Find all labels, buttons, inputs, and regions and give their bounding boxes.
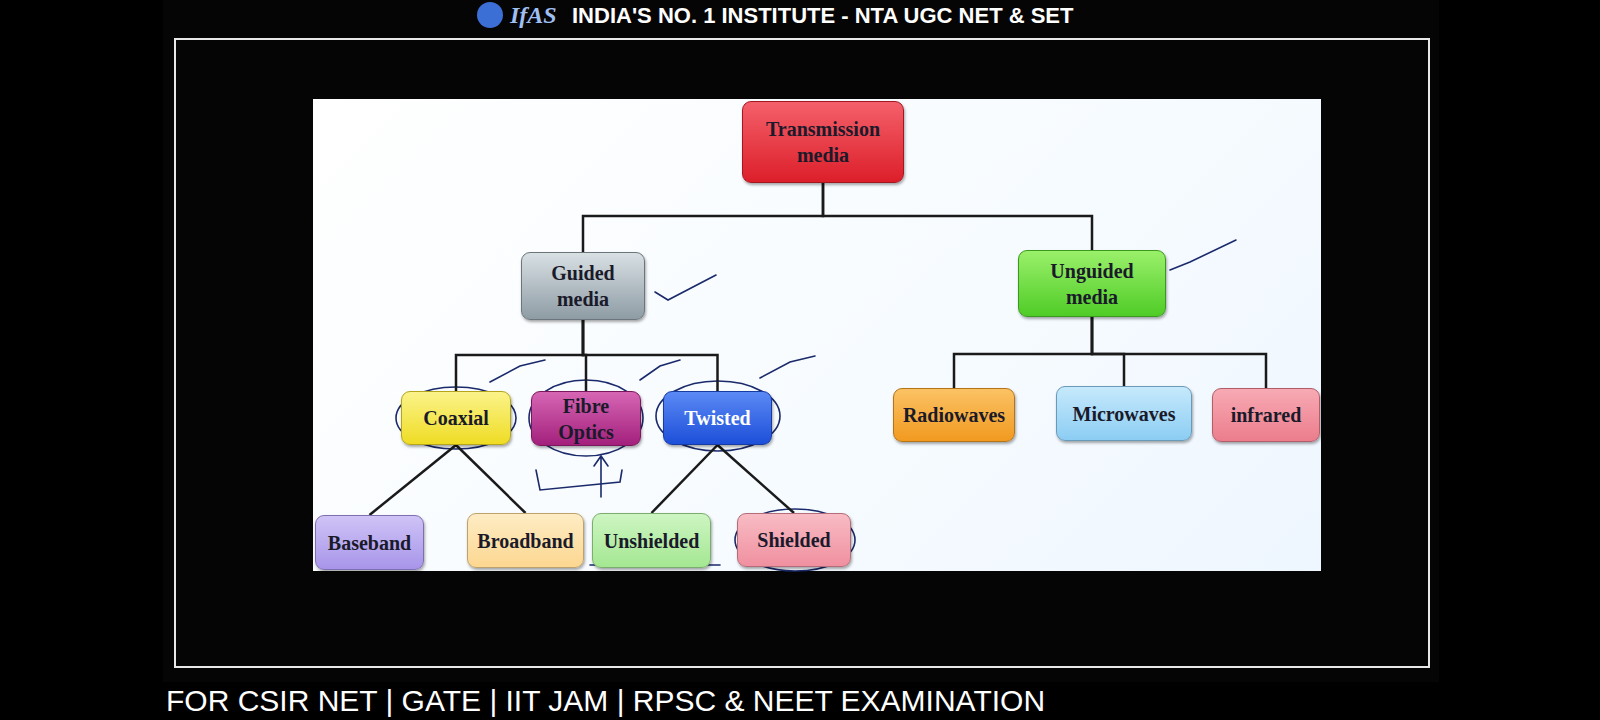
ink-tick	[655, 275, 716, 300]
media-box: Unshielded	[592, 513, 711, 568]
media-box: Baseband	[315, 515, 424, 570]
media-box: Twisted	[663, 391, 772, 445]
banner-heading: INDIA'S NO. 1 INSTITUTE - NTA UGC NET & …	[572, 3, 1073, 29]
ink-tick	[1170, 240, 1236, 270]
ink-strokes	[396, 2, 1236, 571]
ink-circle	[656, 381, 780, 451]
media-box: Radiowaves	[893, 388, 1015, 442]
tree-connector	[1092, 317, 1124, 386]
ink-bracket	[536, 470, 622, 490]
box-label: Unshielded	[604, 528, 700, 554]
media-box: Guided media	[521, 252, 645, 320]
box-label: Shielded	[757, 527, 830, 553]
tree-connector	[370, 445, 457, 515]
media-box: Coaxial	[401, 391, 511, 445]
banner-heading: IfAS	[510, 2, 557, 29]
ink-stroke	[490, 360, 545, 382]
box-label: infrared	[1231, 402, 1302, 428]
banner-caption: FOR CSIR NET | GATE | IIT JAM | RPSC & N…	[166, 684, 1045, 718]
media-box: Broadband	[467, 513, 584, 568]
tree-connector	[652, 445, 718, 513]
media-box: Microwaves	[1056, 386, 1192, 441]
box-label: Fibre Optics	[539, 393, 633, 445]
ink-circle	[735, 509, 855, 571]
box-label: Coaxial	[423, 405, 489, 431]
box-label: Broadband	[477, 528, 573, 554]
media-box: infrared	[1212, 388, 1320, 442]
logo-mark	[477, 2, 503, 28]
box-label: Baseband	[328, 530, 411, 556]
tree-connector	[456, 445, 526, 513]
ink-stroke	[760, 356, 815, 378]
box-label: Unguided media	[1026, 258, 1158, 310]
tree-connector	[718, 445, 795, 513]
tree-connector	[583, 320, 718, 391]
box-label: Microwaves	[1073, 401, 1176, 427]
box-label: Radiowaves	[903, 402, 1005, 428]
media-box: Fibre Optics	[531, 391, 641, 446]
tree-connector	[456, 320, 583, 391]
ink-stroke	[640, 360, 680, 380]
ink-circle	[529, 380, 643, 456]
ink-circle	[396, 387, 516, 449]
media-box: Unguided media	[1018, 250, 1166, 317]
box-label: Guided media	[529, 260, 637, 312]
box-label: Twisted	[684, 405, 750, 431]
media-box: Transmission media	[742, 101, 904, 183]
tree-connector	[954, 317, 1092, 388]
media-box: Shielded	[737, 513, 851, 567]
tree-connector	[823, 183, 1092, 250]
box-label: Transmission media	[750, 116, 896, 168]
tree-connector	[583, 183, 823, 252]
ink-arrow	[594, 456, 608, 497]
tree-connector	[1092, 317, 1266, 388]
